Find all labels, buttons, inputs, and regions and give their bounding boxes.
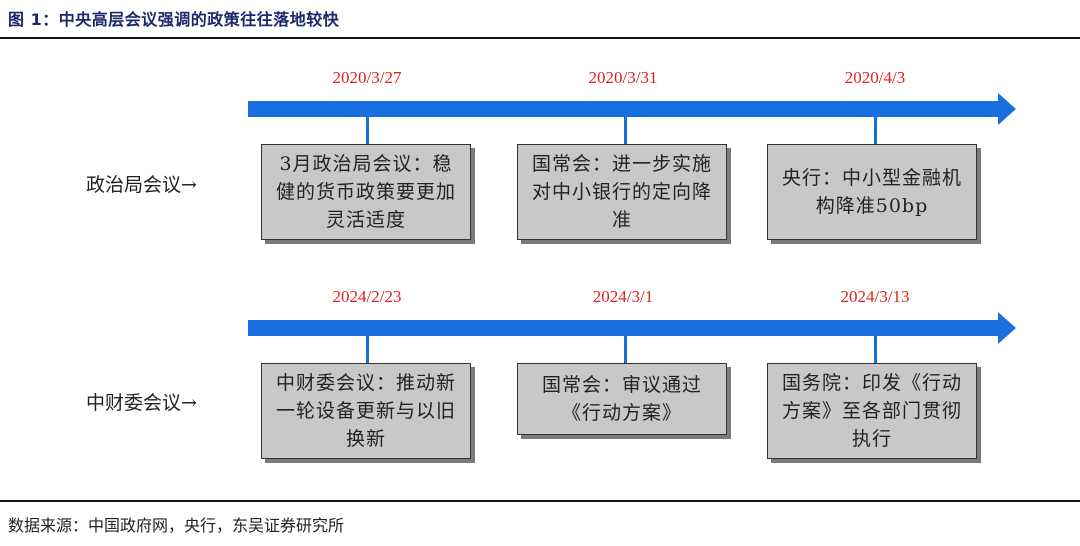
event-text: 央行：中小型金融机构降准50bp — [781, 167, 962, 217]
event-connector — [874, 335, 877, 364]
event-connector — [624, 116, 627, 145]
row-label-politburo: 政治局会议→ — [86, 174, 197, 196]
event-date: 2024/2/23 — [332, 287, 402, 306]
event-date: 2024/3/13 — [840, 287, 910, 306]
event-box: 3月政治局会议：稳健的货币政策要更加灵活适度 — [261, 144, 471, 240]
event-date: 2020/3/31 — [588, 68, 658, 87]
event-text: 中财委会议：推动新一轮设备更新与以旧换新 — [275, 372, 456, 450]
bottom-rule — [0, 500, 1080, 502]
data-source-note: 数据来源：中国政府网，央行，东吴证券研究所 — [8, 516, 345, 535]
figure-title: 图 1：中央高层会议强调的政策往往落地较快 — [8, 10, 340, 29]
event-text: 国常会：审议通过《行动方案》 — [541, 374, 702, 424]
event-text: 国务院：印发《行动方案》至各部门贯彻执行 — [781, 372, 962, 450]
event-date: 2020/4/3 — [844, 68, 906, 87]
event-connector — [874, 116, 877, 145]
event-box: 央行：中小型金融机构降准50bp — [767, 144, 977, 240]
event-date: 2024/3/1 — [592, 287, 654, 306]
event-date: 2020/3/27 — [332, 68, 402, 87]
top-rule — [0, 37, 1080, 39]
event-box: 国常会：进一步实施对中小银行的定向降准 — [517, 144, 727, 240]
event-connector — [366, 116, 369, 145]
row-label-finance-committee: 中财委会议→ — [86, 392, 197, 414]
timeline-arrow-bar — [248, 320, 1000, 336]
timeline-arrow-head-icon — [998, 93, 1016, 125]
event-box: 国务院：印发《行动方案》至各部门贯彻执行 — [767, 363, 977, 459]
event-box: 国常会：审议通过《行动方案》 — [517, 363, 727, 435]
timeline-arrow-head-icon — [998, 312, 1016, 344]
timeline-arrow-bar — [248, 101, 1000, 117]
event-connector — [624, 335, 627, 364]
event-box: 中财委会议：推动新一轮设备更新与以旧换新 — [261, 363, 471, 459]
event-connector — [366, 335, 369, 364]
event-text: 3月政治局会议：稳健的货币政策要更加灵活适度 — [275, 153, 456, 231]
event-text: 国常会：进一步实施对中小银行的定向降准 — [531, 153, 712, 231]
